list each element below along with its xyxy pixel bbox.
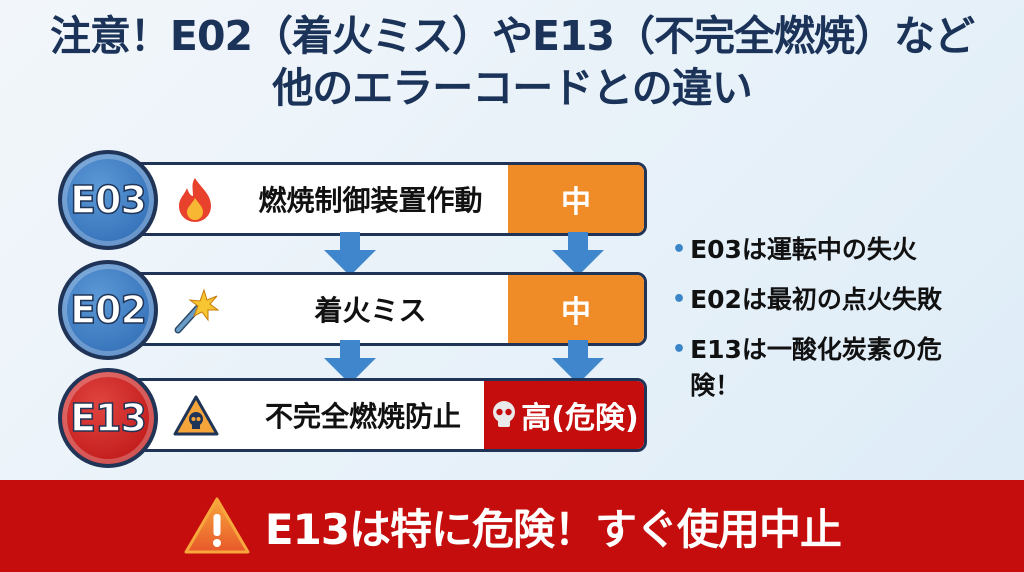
error-row-e03: 燃焼制御装置作動 中: [95, 162, 647, 236]
title-line-2: 他のエラーコードとの違い: [272, 64, 753, 112]
down-arrow-icon: [324, 340, 376, 384]
severity-level: 高(危険): [484, 381, 644, 449]
severity-level: 中: [508, 275, 644, 343]
row-label: 不完全燃焼防止: [264, 400, 461, 433]
title-line-1: 注意！E02（着火ミス）やE13（不完全燃焼）など: [49, 12, 975, 60]
note-item: • E13は一酸化炭素の危険！: [672, 332, 972, 404]
row-label: 着火ミス: [314, 294, 427, 327]
error-code-badge: E13: [58, 368, 158, 468]
skull-icon: [493, 401, 516, 427]
bullet-icon: •: [672, 287, 687, 312]
severity-level: 中: [508, 165, 644, 233]
row-label: 燃焼制御装置作動: [258, 184, 483, 217]
skull-warning-icon: [173, 395, 219, 436]
error-code-badge: E02: [58, 260, 158, 360]
severity-level-text: 高(危険): [521, 401, 639, 436]
comparison-notes: • E03は運転中の失火 • E02は最初の点火失敗 • E13は一酸化炭素の危…: [672, 232, 972, 418]
note-text: E13は一酸化炭素の危険！: [690, 335, 942, 400]
down-arrow-icon: [324, 232, 376, 276]
banner-text: E13は特に危険！すぐ使用中止: [264, 504, 842, 554]
page-title: 注意！E02（着火ミス）やE13（不完全燃焼）など 他のエラーコードとの違い: [0, 10, 1024, 114]
error-row-e02: 着火ミス 中: [95, 272, 647, 346]
down-arrow-icon: [552, 340, 604, 384]
error-code-badge: E03: [58, 150, 158, 250]
bullet-icon: •: [672, 237, 687, 262]
warning-banner: E13は特に危険！すぐ使用中止: [0, 480, 1024, 572]
note-item: • E02は最初の点火失敗: [672, 282, 972, 318]
note-text: E02は最初の点火失敗: [690, 285, 942, 314]
fire-icon: [179, 178, 211, 222]
warning-icon: [184, 497, 250, 554]
bullet-icon: •: [672, 337, 687, 362]
down-arrow-icon: [552, 232, 604, 276]
sparkler-icon: [174, 288, 220, 334]
note-item: • E03は運転中の失火: [672, 232, 972, 268]
note-text: E03は運転中の失火: [690, 235, 917, 264]
